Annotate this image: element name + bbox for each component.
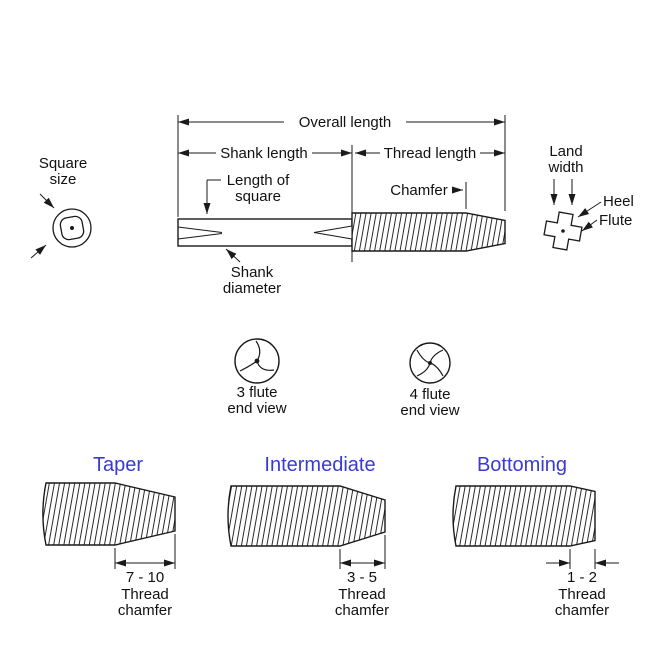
intermediate-chamfer-range: 3 - 5 (347, 569, 377, 586)
three-flute-label-line1: 3 flute (237, 384, 278, 401)
bottoming-chamfer-range: 1 - 2 (567, 569, 597, 586)
square-size-label-line2: size (50, 171, 77, 188)
intermediate-tap-body (227, 485, 386, 547)
three-flute-center-dot (254, 358, 260, 364)
main-tap-dimensions (177, 115, 506, 263)
heel-leader-arrow (577, 201, 602, 218)
intermediate-heading: Intermediate (264, 454, 375, 476)
length-of-square-label-line2: square (235, 188, 281, 205)
square-flat-lines (177, 226, 223, 240)
square-size-callout (30, 193, 92, 259)
intermediate-note-line1: Thread (338, 586, 386, 603)
three-flute-end-view (234, 338, 280, 384)
four-flute-center-dot (428, 361, 432, 365)
threaded-body (351, 212, 506, 252)
tap-type-taper: Taper 7 - 10 Thread chamfer (42, 454, 176, 619)
shank-diameter-leader-arrow (225, 248, 241, 263)
taper-chamfer-range: 7 - 10 (126, 569, 164, 586)
square-size-label-line1: Square (39, 155, 87, 172)
land-width-label-line1: Land (549, 143, 582, 160)
tap-type-intermediate: Intermediate 3 - 5 Thread chamfer (227, 454, 389, 619)
chamfer-label: Chamfer (390, 182, 448, 199)
main-tap-drawing (177, 212, 506, 252)
thread-length-label: Thread length (384, 145, 477, 162)
square-drive-center-dot (70, 226, 74, 230)
four-flute-end-view (409, 342, 451, 384)
shank-diameter-label-line2: diameter (223, 280, 281, 297)
flute-label: Flute (599, 212, 632, 229)
shank-length-label: Shank length (220, 145, 308, 162)
overall-length-label: Overall length (299, 114, 392, 131)
cross-section-center-dot (561, 229, 565, 233)
bottoming-note-line2: chamfer (555, 602, 609, 619)
four-flute-blades (416, 349, 444, 377)
length-of-square-label-line1: Length of (227, 172, 290, 189)
four-flute-label-line2: end view (400, 402, 459, 419)
taper-note-line1: Thread (121, 586, 169, 603)
taper-tap-body (42, 482, 176, 546)
taper-heading: Taper (93, 454, 143, 476)
three-flute-label-line2: end view (227, 400, 286, 417)
tap-type-bottoming: Bottoming 1 - 2 Thread chamfer (452, 454, 619, 619)
land-width-callout (543, 179, 602, 251)
bottoming-heading: Bottoming (477, 454, 567, 476)
bottoming-ext-lines (569, 549, 596, 569)
shank-diameter-label-line1: Shank (231, 264, 274, 281)
square-size-arrow-lower (30, 244, 47, 259)
land-width-label-line2: width (547, 159, 583, 176)
flute-leader-arrow (581, 219, 598, 232)
square-size-arrow-upper (39, 193, 55, 209)
four-flute-label-line1: 4 flute (410, 386, 451, 403)
square-drive-shape (59, 215, 85, 241)
taper-note-line2: chamfer (118, 602, 172, 619)
bottoming-note-line1: Thread (558, 586, 606, 603)
heel-label: Heel (603, 193, 634, 210)
intermediate-note-line2: chamfer (335, 602, 389, 619)
bottoming-tap-body (452, 485, 596, 547)
